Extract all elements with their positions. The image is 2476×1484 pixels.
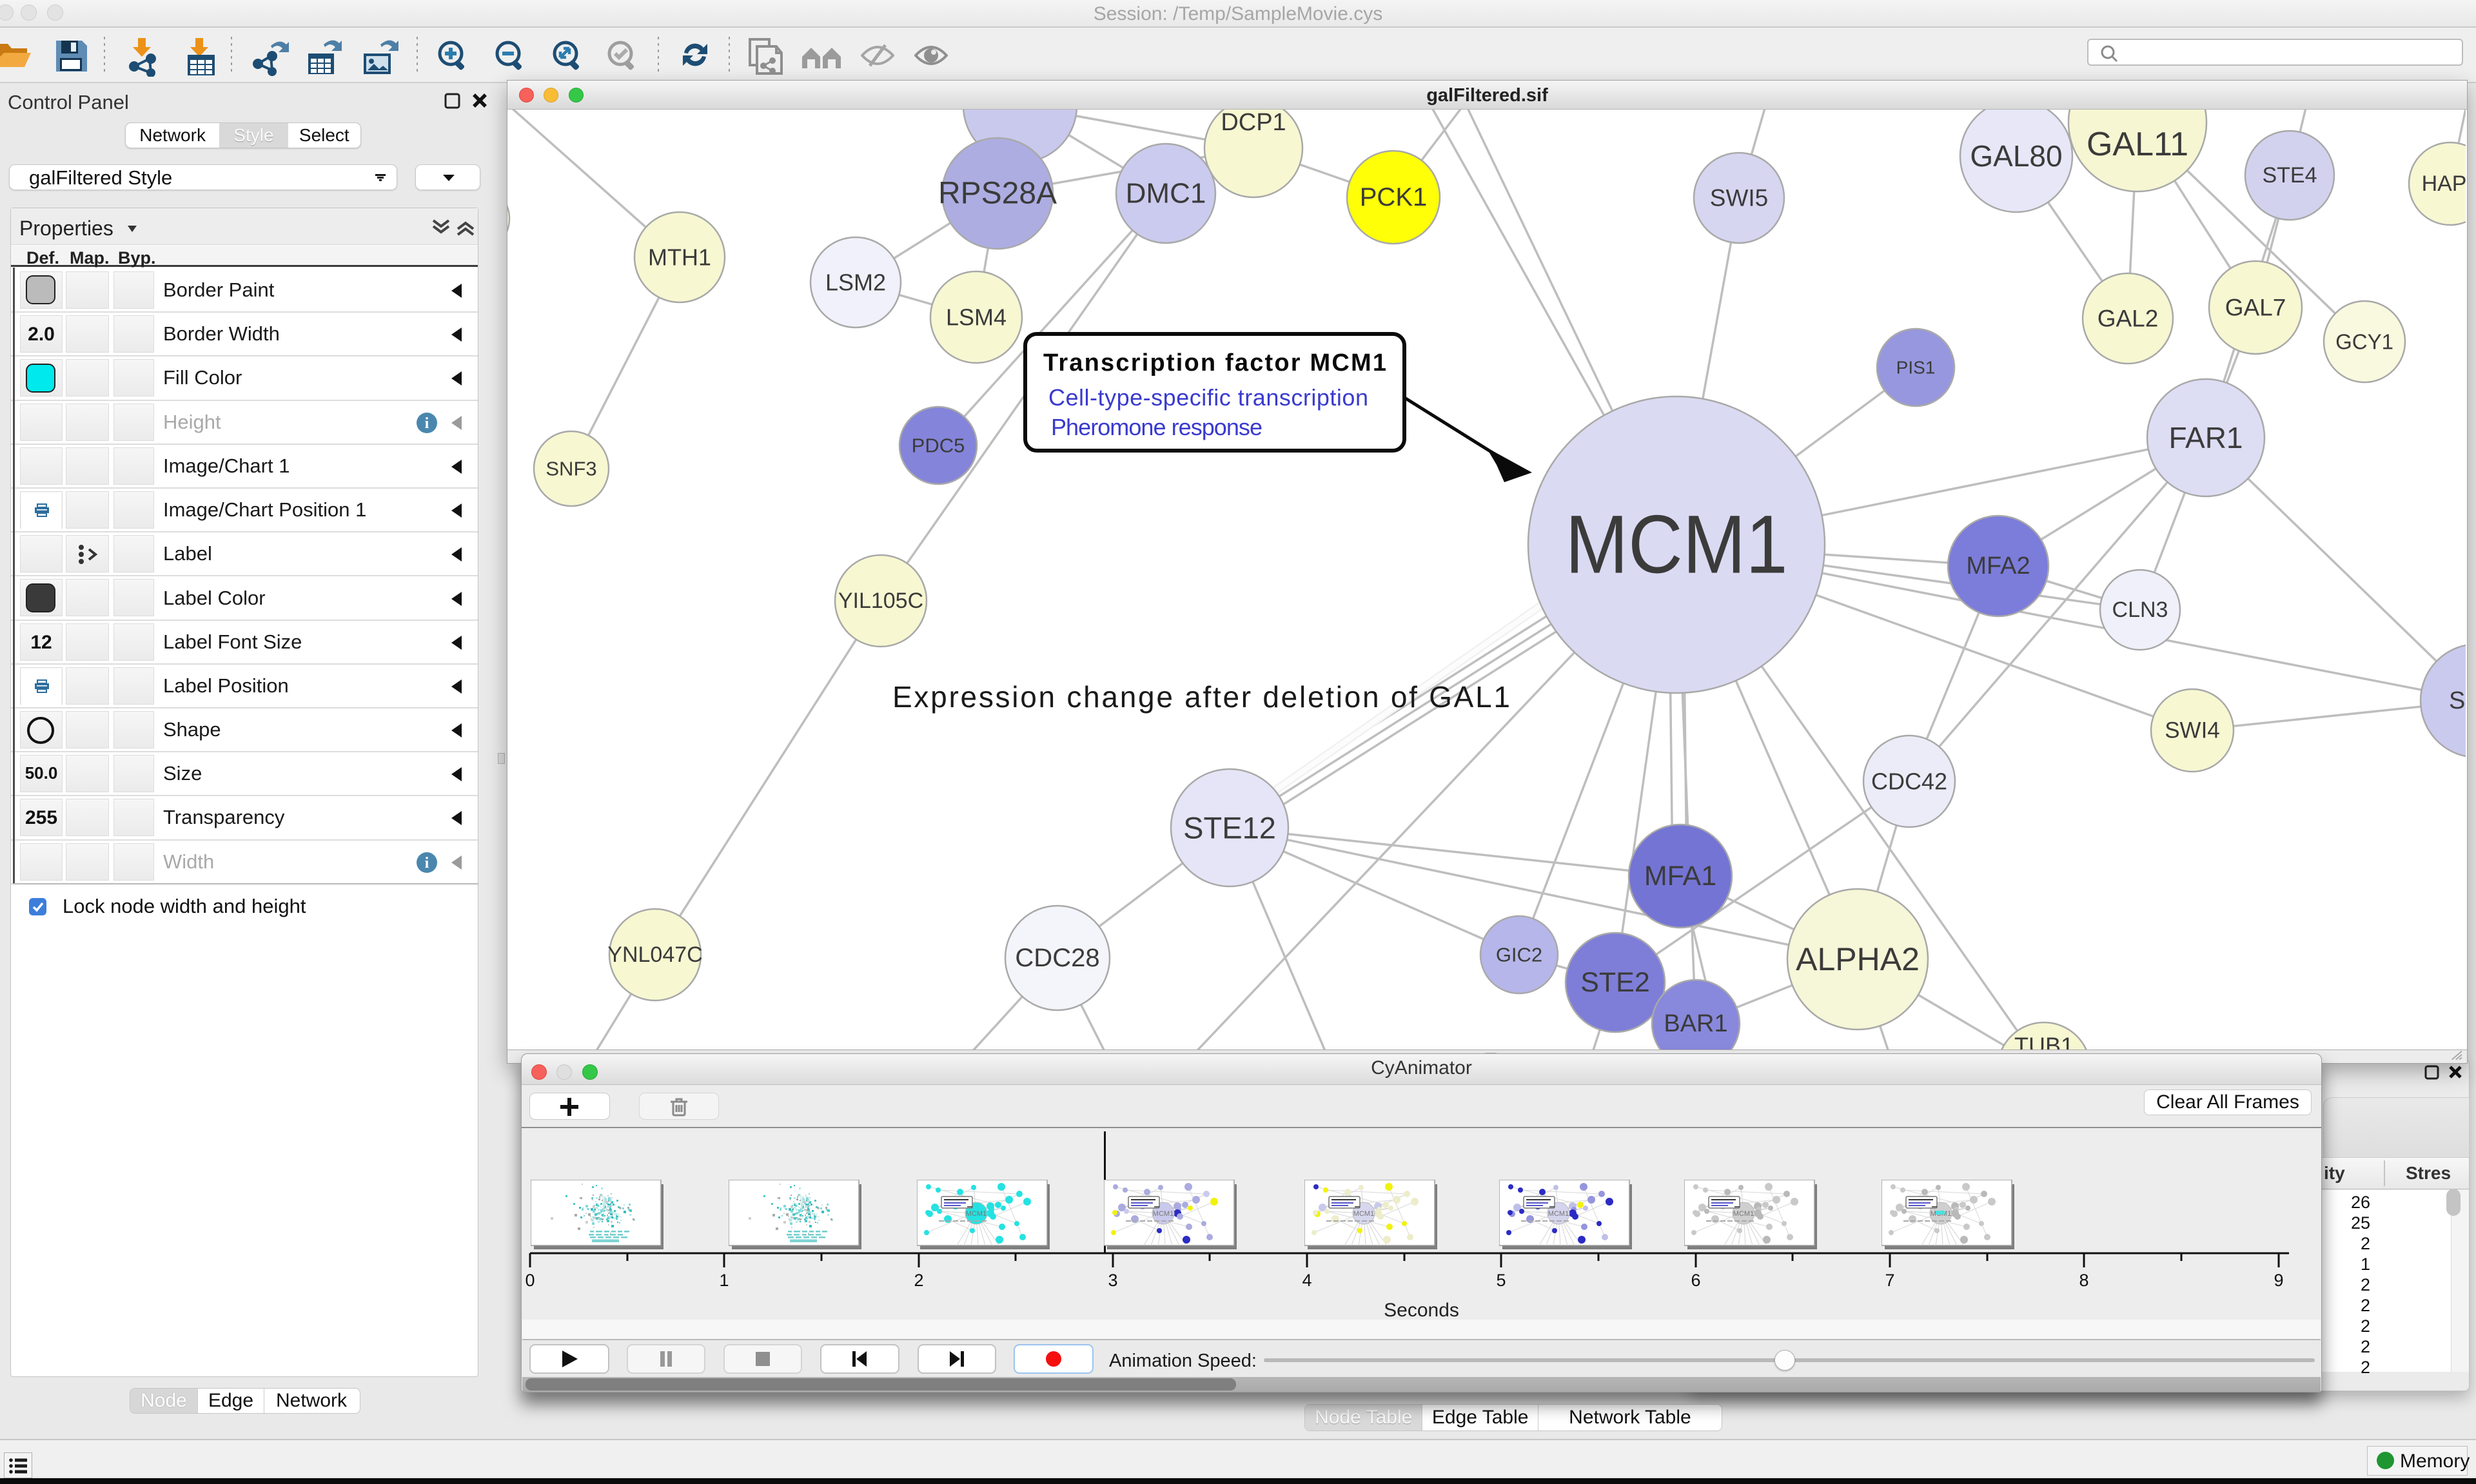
svg-text:Cell-type-specific transcripti: Cell-type-specific transcription — [1048, 384, 1368, 411]
svg-text:BAR1: BAR1 — [1664, 1010, 1727, 1037]
svg-text:9: 9 — [2274, 1271, 2283, 1290]
svg-text:SWI5: SWI5 — [1710, 185, 1768, 211]
svg-text:MCM1: MCM1 — [1548, 1210, 1569, 1218]
svg-text:LSM4: LSM4 — [946, 304, 1007, 331]
svg-text:STE4: STE4 — [2262, 163, 2317, 188]
svg-text:RPS28B: RPS28B — [970, 110, 1069, 114]
svg-text:HAP2: HAP2 — [2422, 171, 2466, 196]
svg-text:STE12: STE12 — [1183, 811, 1276, 845]
svg-text:2: 2 — [914, 1271, 923, 1290]
svg-text:ALPHA2: ALPHA2 — [1796, 941, 1920, 977]
svg-text:SWI4: SWI4 — [2165, 718, 2220, 743]
svg-text:GIC2: GIC2 — [1496, 944, 1542, 966]
svg-text:SLT2: SLT2 — [2449, 687, 2466, 714]
svg-text:CDC42: CDC42 — [1871, 768, 1947, 795]
svg-text:YNL047C: YNL047C — [607, 942, 702, 967]
svg-text:PIS1: PIS1 — [1896, 358, 1936, 378]
svg-text:TUB1: TUB1 — [2014, 1033, 2074, 1050]
svg-text:4: 4 — [1302, 1271, 1312, 1290]
svg-text:1: 1 — [719, 1271, 729, 1290]
svg-text:0: 0 — [525, 1271, 535, 1290]
svg-text:RPS28A: RPS28A — [938, 177, 1057, 211]
svg-text:PCK1: PCK1 — [1360, 183, 1428, 211]
svg-text:Pheromone response: Pheromone response — [1051, 414, 1263, 440]
svg-text:LSM2: LSM2 — [825, 269, 886, 296]
svg-text:DCP1: DCP1 — [1221, 110, 1286, 136]
svg-text:5: 5 — [1496, 1271, 1506, 1290]
svg-text:i: i — [425, 415, 429, 432]
svg-text:3: 3 — [1108, 1271, 1117, 1290]
svg-text:MCM1: MCM1 — [1566, 499, 1788, 591]
svg-text:MFA2: MFA2 — [1966, 552, 2030, 580]
svg-text:FAR1: FAR1 — [2168, 421, 2243, 454]
svg-text:8: 8 — [2079, 1271, 2088, 1290]
svg-text:YIL105C: YIL105C — [838, 589, 923, 613]
svg-text:GCY1: GCY1 — [2335, 330, 2393, 354]
svg-text:GAL2: GAL2 — [2098, 306, 2159, 332]
svg-text:MTH1: MTH1 — [648, 244, 711, 271]
svg-text:GAL80: GAL80 — [1970, 139, 2062, 173]
svg-text:6: 6 — [1691, 1271, 1700, 1290]
svg-text:CLN3: CLN3 — [2112, 598, 2168, 622]
svg-text:PDC5: PDC5 — [912, 434, 965, 457]
svg-text:MCM1: MCM1 — [966, 1210, 987, 1218]
svg-text:MCM1: MCM1 — [1353, 1210, 1374, 1218]
svg-text:i: i — [425, 855, 429, 872]
svg-text:MFA1: MFA1 — [1644, 861, 1716, 892]
svg-text:MCM1: MCM1 — [1153, 1210, 1174, 1218]
svg-text:GAL7: GAL7 — [2225, 295, 2286, 321]
svg-text:MCM1: MCM1 — [1733, 1210, 1754, 1218]
svg-text:Transcription factor MCM1: Transcription factor MCM1 — [1043, 349, 1386, 376]
svg-text:GAL11: GAL11 — [2087, 126, 2188, 163]
svg-text:STE2: STE2 — [1580, 967, 1650, 998]
svg-text:SNF3: SNF3 — [545, 458, 596, 480]
svg-text:CDC28: CDC28 — [1015, 944, 1099, 972]
svg-text:7: 7 — [1885, 1271, 1894, 1290]
svg-text:DMC1: DMC1 — [1126, 178, 1206, 210]
